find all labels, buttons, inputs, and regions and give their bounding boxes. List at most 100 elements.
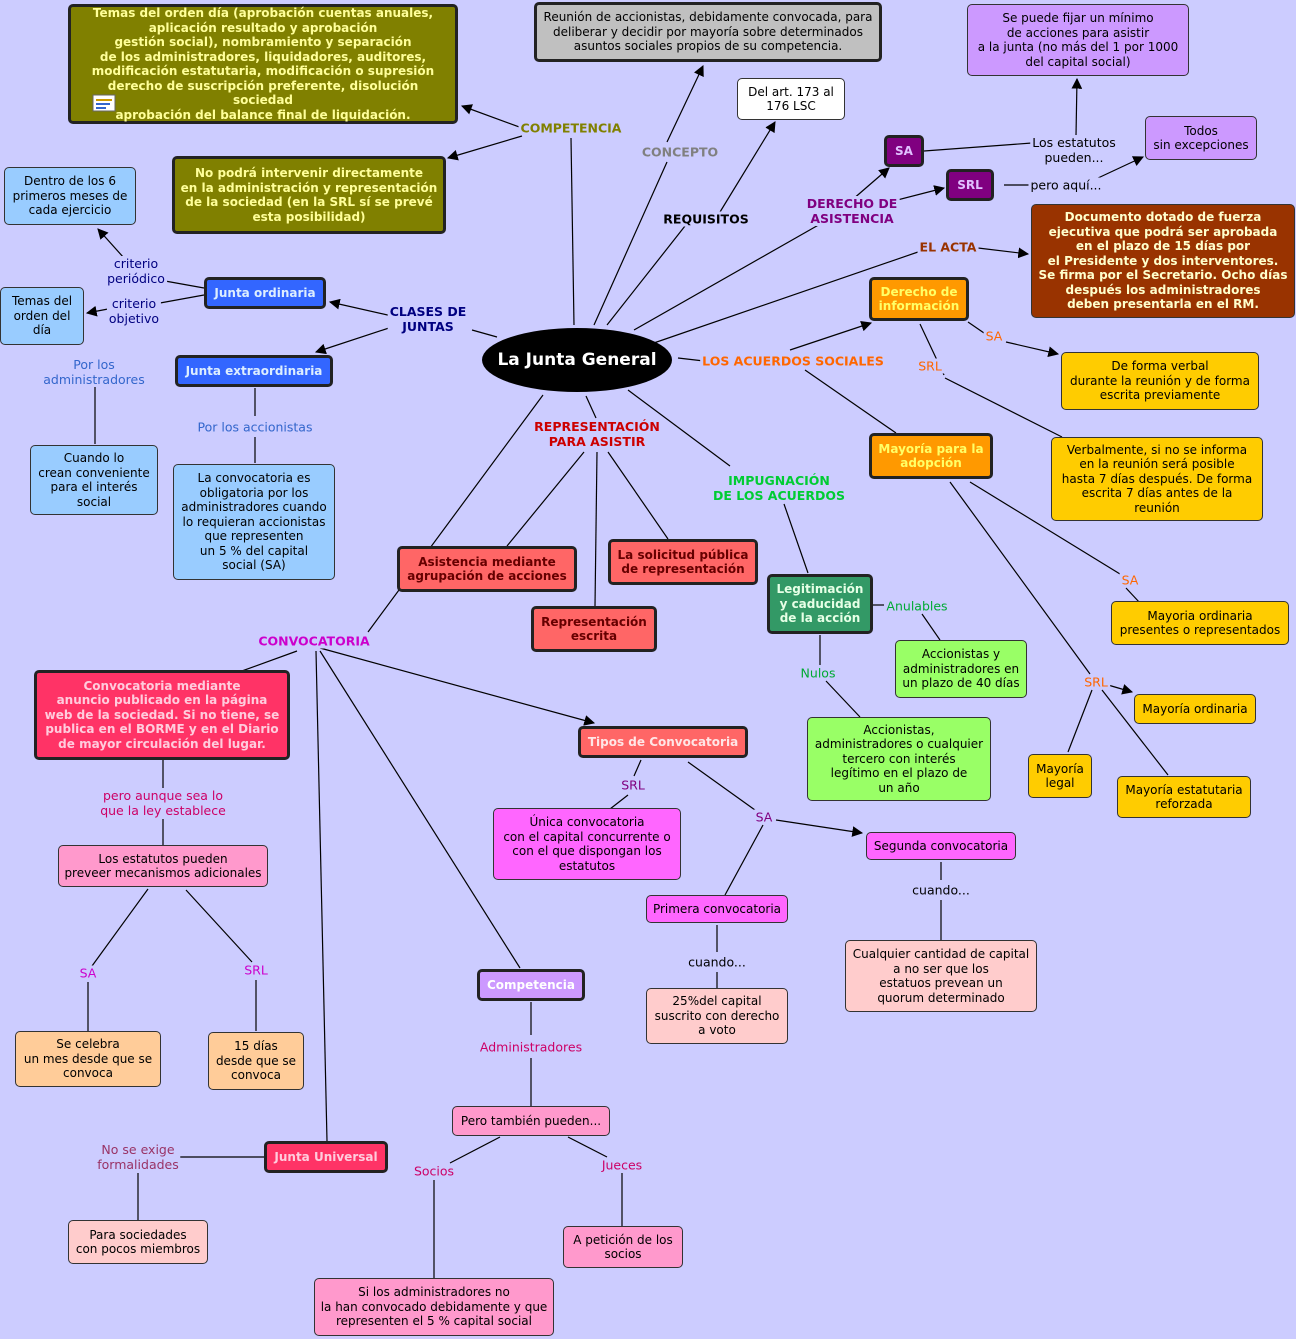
connector-line — [633, 759, 642, 777]
connector-line — [921, 613, 941, 641]
connector-line — [319, 647, 596, 726]
connector-line — [977, 247, 1030, 259]
node-representacion-escrita[interactable]: Representación escrita — [531, 606, 657, 652]
node-convocatoria-obligatoria[interactable]: La convocatoria es obligatoria por los a… — [173, 464, 335, 580]
node-acta-documento[interactable]: Documento dotado de fuerza ejecutiva que… — [1031, 204, 1295, 318]
node-capital-25[interactable]: 25%del capital suscrito con derecho a vo… — [646, 988, 788, 1044]
node-junta-universal[interactable]: Junta Universal — [264, 1141, 388, 1173]
connector-line — [804, 369, 897, 434]
node-verbal-srl[interactable]: Verbalmente, si no se informa en la reun… — [1051, 437, 1263, 521]
label-sa-convocatoria: SA — [77, 965, 99, 981]
node-tipos-convocatoria[interactable]: Tipos de Convocatoria — [578, 726, 748, 758]
node-estatutos-mecanismos[interactable]: Los estatutos pueden preveer mecanismos … — [58, 845, 268, 887]
node-seis-meses[interactable]: Dentro de los 6 primeros meses de cada e… — [4, 167, 136, 225]
connector-line — [851, 167, 890, 201]
node-competencia-convocatoria[interactable]: Competencia — [477, 969, 585, 1001]
node-srl-15-dias[interactable]: 15 días desde que se convoca — [208, 1032, 304, 1090]
label-sa-mayoria: SA — [1119, 572, 1141, 588]
connector-line — [593, 161, 668, 326]
label-el-acta: EL ACTA — [917, 239, 979, 255]
node-asistencia-agrupacion[interactable]: Asistencia mediante agrupación de accion… — [397, 546, 577, 592]
central-node[interactable]: La Junta General — [482, 328, 672, 392]
node-pero-tambien[interactable]: Pero también pueden... — [452, 1106, 610, 1136]
connector-line — [1071, 77, 1083, 137]
label-cuando-primera: cuando... — [686, 954, 748, 970]
node-junta-extraordinaria[interactable]: Junta extraordinaria — [175, 355, 333, 387]
connector-line — [1067, 689, 1093, 753]
node-legitimacion[interactable]: Legitimación y caducidad de la acción — [767, 574, 873, 634]
label-criterio-periodico: criterio periódico — [105, 256, 167, 286]
node-peticion-socios[interactable]: A petición de los socios — [563, 1226, 683, 1268]
label-requisitos: REQUISITOS — [661, 211, 751, 227]
node-competencia-no-podra[interactable]: No podrá intervenir directamente en la a… — [172, 156, 446, 234]
connector-line — [633, 222, 823, 331]
node-convocatoria-anuncio[interactable]: Convocatoria mediante anuncio publicado … — [34, 670, 290, 760]
connector-line — [585, 395, 597, 419]
connector-line — [446, 135, 523, 161]
label-representacion: REPRESENTACIÓN PARA ASISTIR — [532, 419, 662, 449]
connector-line — [687, 761, 756, 811]
label-cuando-segunda: cuando... — [910, 882, 972, 898]
node-todos-sin-excepciones[interactable]: Todos sin excepciones — [1145, 116, 1257, 160]
node-anulables-plazo[interactable]: Accionistas y administradores en un plaz… — [895, 640, 1027, 698]
label-srl-informacion: SRL — [916, 358, 944, 374]
connector-line — [606, 225, 686, 326]
label-los-estatutos: Los estatutos pueden... — [1030, 135, 1118, 165]
connector-line — [724, 824, 764, 896]
node-solicitud-publica[interactable]: La solicitud pública de representación — [608, 539, 758, 585]
connector-line — [789, 320, 873, 351]
node-mayoria-estatutaria[interactable]: Mayoría estatutaria reforzada — [1117, 776, 1251, 818]
node-junta-ordinaria[interactable]: Junta ordinaria — [204, 277, 326, 309]
node-srl-asistencia[interactable]: SRL — [946, 169, 994, 201]
connector-line — [969, 481, 1121, 575]
node-unica-convocatoria[interactable]: Única convocatoria con el capital concur… — [493, 808, 681, 880]
node-temas-orden-dia[interactable]: Temas del orden del día — [0, 287, 84, 345]
connector-line — [91, 888, 149, 967]
node-sa-un-mes[interactable]: Se celebra un mes desde que se convoca — [15, 1031, 161, 1087]
label-concepto: CONCEPTO — [639, 144, 721, 160]
node-derecho-informacion[interactable]: Derecho de información — [869, 277, 969, 321]
connector-line — [719, 121, 776, 213]
connector-line — [647, 251, 919, 346]
node-nulos-plazo[interactable]: Accionistas, administradores o cualquier… — [807, 717, 991, 801]
connector-line — [506, 451, 585, 547]
label-pero-aunque: pero aunque sea lo que la ley establece — [98, 788, 228, 818]
node-segunda-convocatoria[interactable]: Segunda convocatoria — [866, 832, 1016, 860]
connector-line — [944, 377, 1063, 438]
label-srl-convocatoria: SRL — [242, 962, 270, 978]
node-mayoria-legal[interactable]: Mayoría legal — [1028, 754, 1092, 798]
label-impugnacion: IMPUGNACIÓN DE LOS ACUERDOS — [711, 473, 847, 503]
connector-line — [1107, 684, 1134, 695]
node-sa-asistencia[interactable]: SA — [884, 135, 924, 167]
node-minimo-acciones[interactable]: Se puede fijar un mínimo de acciones par… — [967, 4, 1189, 76]
label-jueces: Jueces — [599, 1157, 645, 1173]
node-mayoria-ordinaria[interactable]: Mayoría ordinaria — [1134, 694, 1256, 724]
label-por-accionistas: Por los accionistas — [195, 419, 315, 435]
connector-line — [471, 329, 498, 338]
node-primera-convocatoria[interactable]: Primera convocatoria — [646, 895, 788, 923]
label-derecho-asistencia: DERECHO DE ASISTENCIA — [804, 196, 900, 226]
node-verbal-sa[interactable]: De forma verbal durante la reunión y de … — [1061, 352, 1259, 410]
node-competencia-temas[interactable]: Temas del orden día (aprobación cuentas … — [68, 4, 458, 124]
label-criterio-objetivo: criterio objetivo — [106, 296, 162, 326]
node-cualquier-cantidad[interactable]: Cualquier cantidad de capital a no ser q… — [845, 940, 1037, 1012]
label-pero-aqui: pero aquí... — [1028, 177, 1104, 193]
node-requisitos-articulo[interactable]: Del art. 173 al 176 LSC — [737, 78, 845, 120]
note-icon[interactable] — [92, 94, 118, 112]
label-nulos: Nulos — [798, 665, 838, 681]
node-mayoria-adopcion[interactable]: Mayoría para la adopción — [869, 433, 993, 479]
connector-line — [460, 104, 523, 129]
connector-line — [315, 650, 328, 1142]
node-concepto-definicion[interactable]: Reunión de accionistas, debidamente conv… — [534, 2, 882, 62]
label-no-exige: No se exige formalidades — [95, 1142, 181, 1172]
node-si-administradores[interactable]: Si los administradores no la han convoca… — [314, 1278, 554, 1336]
node-mayoria-ordinaria-sa[interactable]: Mayoria ordinaria presentes o representa… — [1111, 601, 1289, 645]
connector-line — [367, 394, 544, 633]
connector-line — [319, 650, 521, 969]
connector-line — [923, 142, 1033, 152]
node-cuando-conveniente[interactable]: Cuando lo crean conveniente para el inte… — [30, 445, 158, 515]
label-anulables: Anulables — [884, 598, 950, 614]
connector-line — [783, 503, 809, 574]
node-pocos-miembros[interactable]: Para sociedades con pocos miembros — [68, 1220, 208, 1264]
label-administradores: Administradores — [477, 1039, 585, 1055]
